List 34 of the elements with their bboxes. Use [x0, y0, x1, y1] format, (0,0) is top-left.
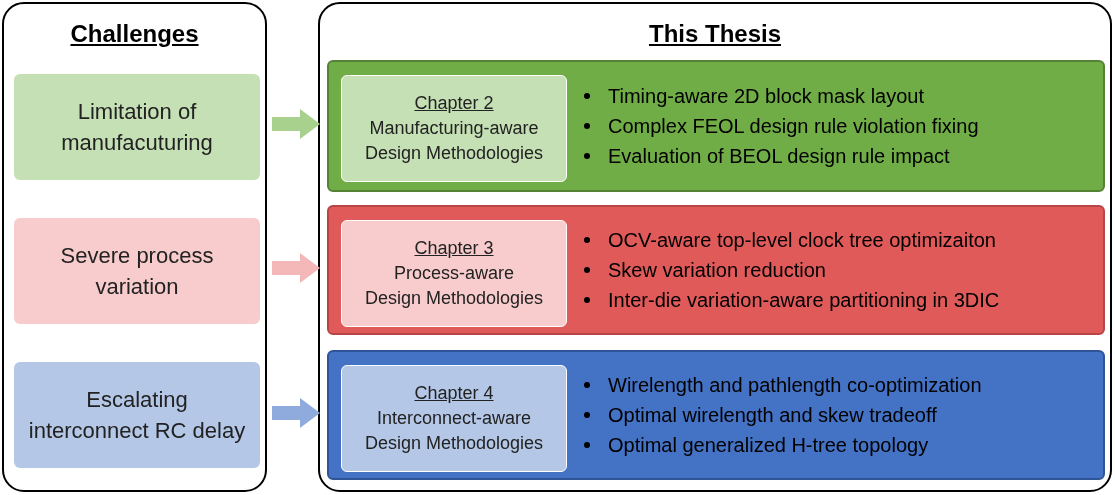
chapter-number: Chapter 2: [414, 92, 494, 115]
chapter-number: Chapter 4: [414, 382, 494, 405]
bullet-item: Wirelength and pathlength co-optimization: [608, 373, 982, 398]
challenge-box: [14, 218, 260, 324]
challenge-box: [14, 74, 260, 180]
chapter-title: Interconnect-aware Design Methodologies: [364, 407, 544, 455]
bullet-item: Complex FEOL design rule violation fixing: [608, 114, 979, 139]
chapter-title: Manufacturing-aware Design Methodologies: [364, 117, 544, 165]
bullet-item: Inter-die variation-aware partitioning in 3DIC: [608, 288, 1000, 313]
chapter-box: [341, 365, 567, 472]
challenge-text: Severe process variation: [59, 242, 215, 301]
bullet-item: Optimal generalized H-tree topology: [608, 433, 929, 458]
chapter-band: [327, 350, 1105, 480]
chapter-title: Process-aware Design Methodologies: [364, 262, 544, 310]
bullet-item: OCV-aware top-level clock tree optimizaiton: [608, 228, 996, 253]
block-arrow: [272, 253, 320, 283]
bullet-item: Optimal wirelength and skew tradeoff: [608, 403, 937, 428]
chapter-box: [341, 75, 567, 182]
chapter-band: [327, 60, 1105, 192]
block-arrow: [272, 398, 320, 428]
bullet-item: Skew variation reduction: [608, 258, 826, 283]
panel-frame: [2, 2, 267, 492]
challenge-box: [14, 362, 260, 468]
chapter-band: [327, 205, 1105, 335]
chapter-box: [341, 220, 567, 327]
panel-frame: [318, 2, 1112, 492]
chapter-number: Chapter 3: [414, 237, 494, 260]
panel-heading: This Thesis: [648, 19, 781, 49]
bullet-item: Evaluation of BEOL design rule impact: [608, 144, 950, 169]
panel-heading: Challenges: [70, 19, 199, 49]
block-arrow: [272, 109, 320, 139]
challenge-text: Limitation of manufacuturing: [60, 98, 214, 157]
challenge-text: Escalating interconnect RC delay: [27, 386, 247, 445]
bullet-item: Timing-aware 2D block mask layout: [608, 84, 925, 109]
